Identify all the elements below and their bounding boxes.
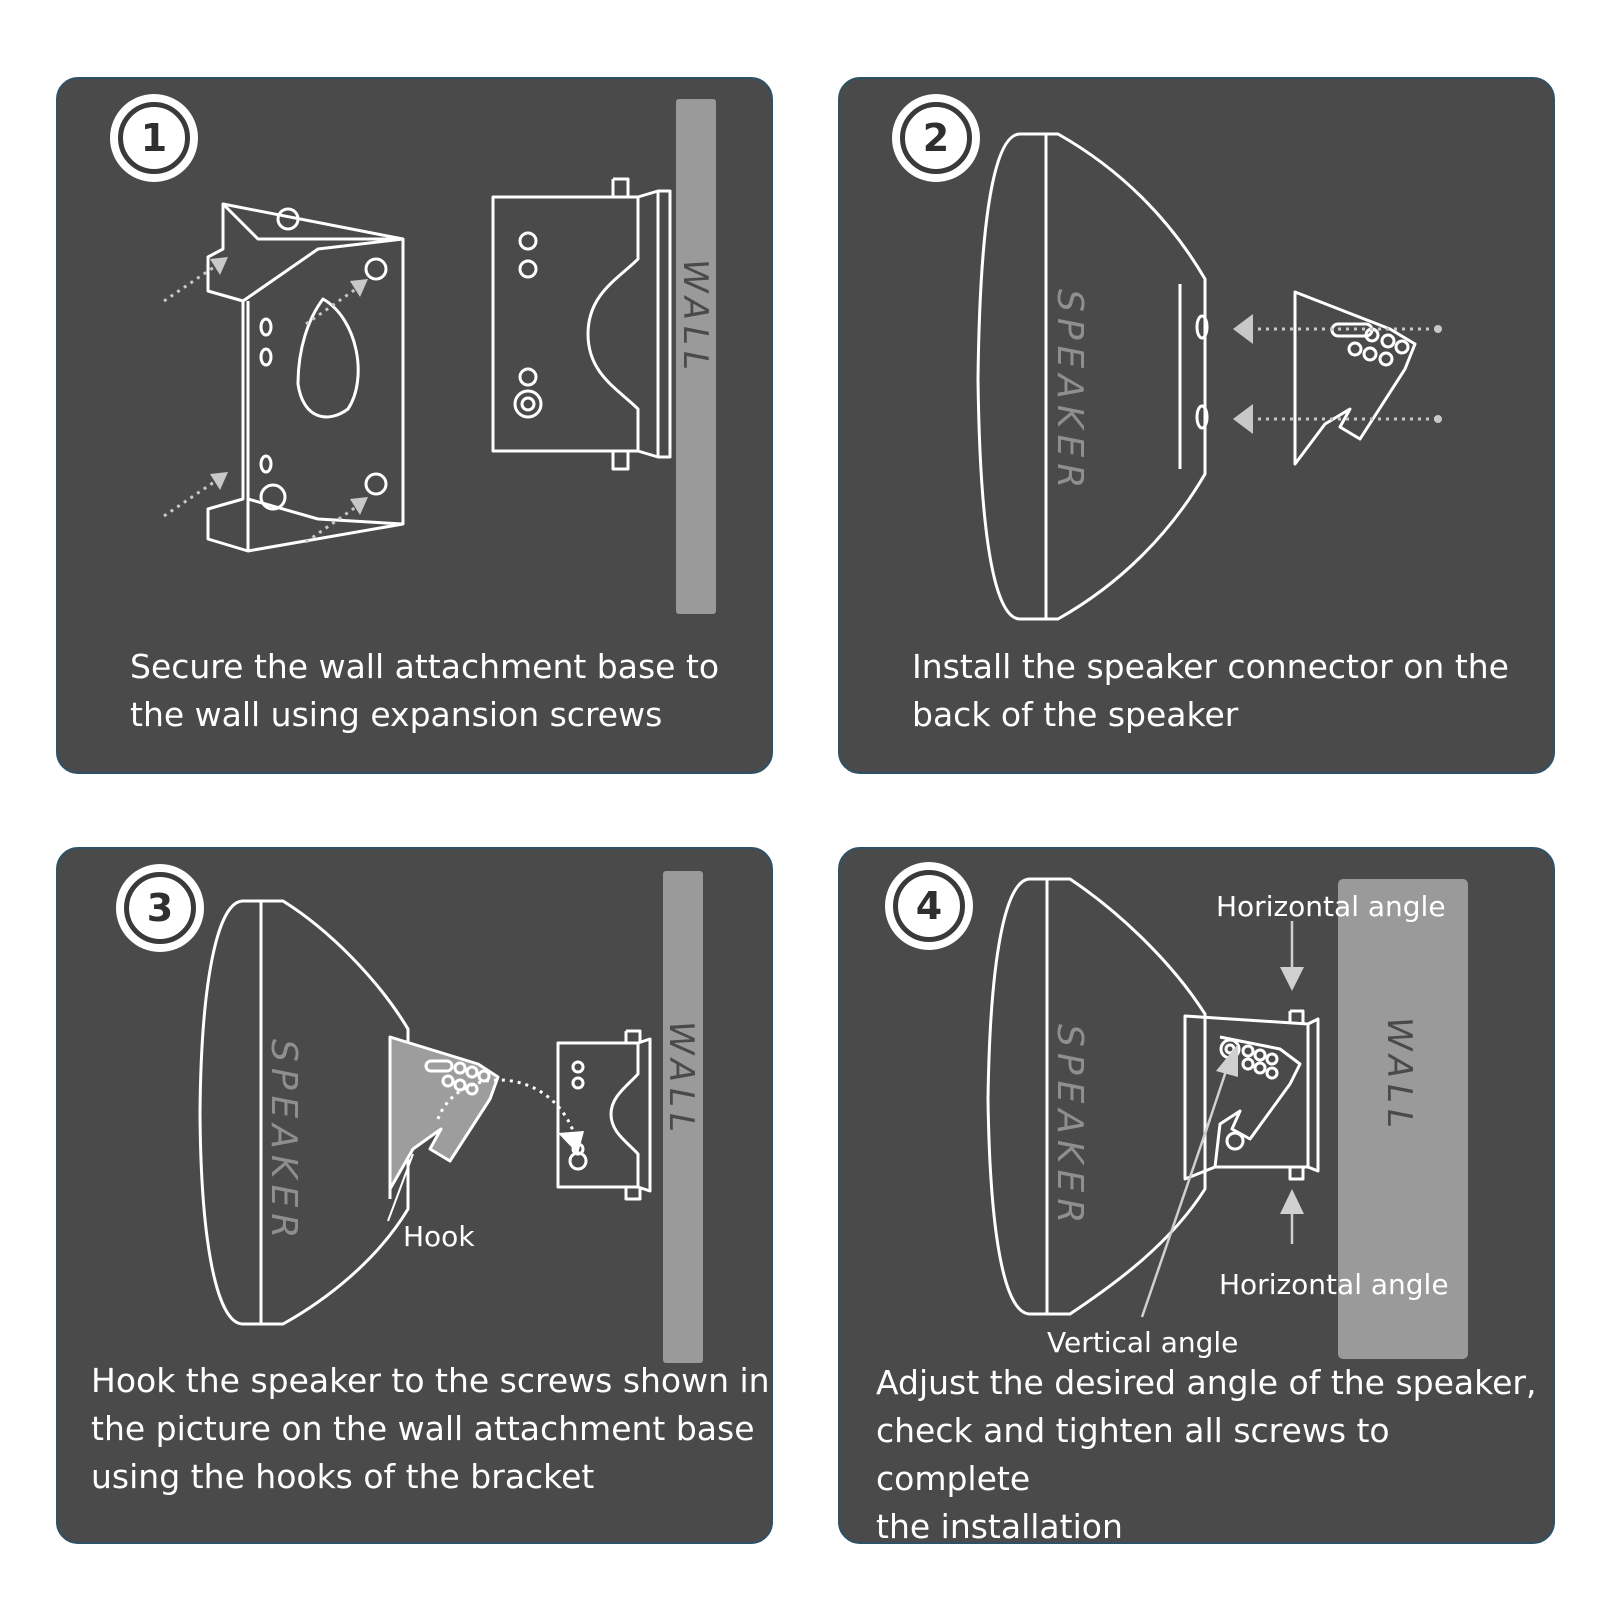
speaker-outline bbox=[986, 877, 1207, 1316]
step-3-illustration: WALL SPEAKER bbox=[198, 871, 703, 1363]
wall-base-side bbox=[556, 1029, 652, 1201]
assembled-bracket bbox=[1183, 1009, 1320, 1181]
step-number: 1 bbox=[118, 102, 190, 174]
hook-plate bbox=[388, 1035, 500, 1191]
caption-line: back of the speaker bbox=[912, 695, 1239, 734]
caption-line: check and tighten all screws to complete bbox=[876, 1411, 1390, 1498]
hook-leader bbox=[387, 1153, 414, 1222]
step-number: 3 bbox=[124, 872, 196, 944]
arrowheads bbox=[210, 257, 368, 515]
arrowheads bbox=[1233, 314, 1442, 434]
bracket-side-view bbox=[491, 177, 672, 471]
step-1-caption: Secure the wall attachment base to the w… bbox=[130, 643, 719, 739]
step-4-panel: WALL SPEAKER Horizo bbox=[838, 847, 1555, 1544]
wall-strip bbox=[676, 99, 716, 614]
step-2-panel: SPEAKER 2 Install the speaker connector … bbox=[838, 77, 1555, 774]
step-1-illustration: WALL bbox=[163, 99, 716, 614]
arrowhead bbox=[558, 1131, 584, 1154]
vertical-angle-label: Vertical angle bbox=[1047, 1326, 1238, 1359]
step-2-illustration: SPEAKER bbox=[976, 132, 1442, 621]
step-2-caption: Install the speaker connector on the bac… bbox=[912, 643, 1509, 739]
wall-label: WALL bbox=[675, 259, 715, 376]
wall-strip bbox=[663, 871, 703, 1363]
step-3-panel: WALL SPEAKER bbox=[56, 847, 773, 1544]
caption-line: Secure the wall attachment base to bbox=[130, 647, 720, 686]
step-number: 4 bbox=[893, 870, 965, 942]
bracket-isometric bbox=[206, 202, 405, 553]
speaker-connector bbox=[1293, 290, 1417, 466]
screw-arrows bbox=[163, 259, 364, 544]
speaker-label: SPEAKER bbox=[1049, 289, 1090, 494]
angle-arrows bbox=[1140, 921, 1304, 1318]
wall-label: WALL bbox=[661, 1021, 701, 1138]
step-number-badge: 3 bbox=[116, 864, 204, 952]
hook-arrow bbox=[436, 1078, 578, 1140]
step-3-caption: Hook the speaker to the screws shown in … bbox=[91, 1357, 770, 1501]
speaker-outline bbox=[976, 132, 1209, 621]
speaker-label: SPEAKER bbox=[1049, 1024, 1090, 1229]
step-number-badge: 1 bbox=[110, 94, 198, 182]
step-4-caption: Adjust the desired angle of the speaker,… bbox=[876, 1359, 1553, 1544]
caption-line: Adjust the desired angle of the speaker, bbox=[876, 1363, 1537, 1402]
speaker-label: SPEAKER bbox=[263, 1039, 304, 1244]
caption-line: the picture on the wall attachment base bbox=[91, 1409, 755, 1448]
step-number-badge: 2 bbox=[892, 94, 980, 182]
caption-line: the wall using expansion screws bbox=[130, 695, 663, 734]
horizontal-angle-label: Horizontal angle bbox=[1219, 1268, 1449, 1301]
caption-line: Hook the speaker to the screws shown in bbox=[91, 1361, 770, 1400]
hook-label: Hook bbox=[403, 1220, 475, 1253]
step-number: 2 bbox=[900, 102, 972, 174]
step-1-panel: WALL bbox=[56, 77, 773, 774]
caption-line: using the hooks of the bracket bbox=[91, 1457, 595, 1496]
caption-line: the installation bbox=[876, 1507, 1123, 1544]
caption-line: Install the speaker connector on the bbox=[912, 647, 1509, 686]
wall-label: WALL bbox=[1379, 1017, 1419, 1134]
wall-strip bbox=[1338, 879, 1468, 1359]
horizontal-angle-label: Horizontal angle bbox=[1216, 890, 1446, 923]
step-number-badge: 4 bbox=[885, 862, 973, 950]
step-4-illustration: WALL SPEAKER Horizo bbox=[986, 877, 1468, 1359]
